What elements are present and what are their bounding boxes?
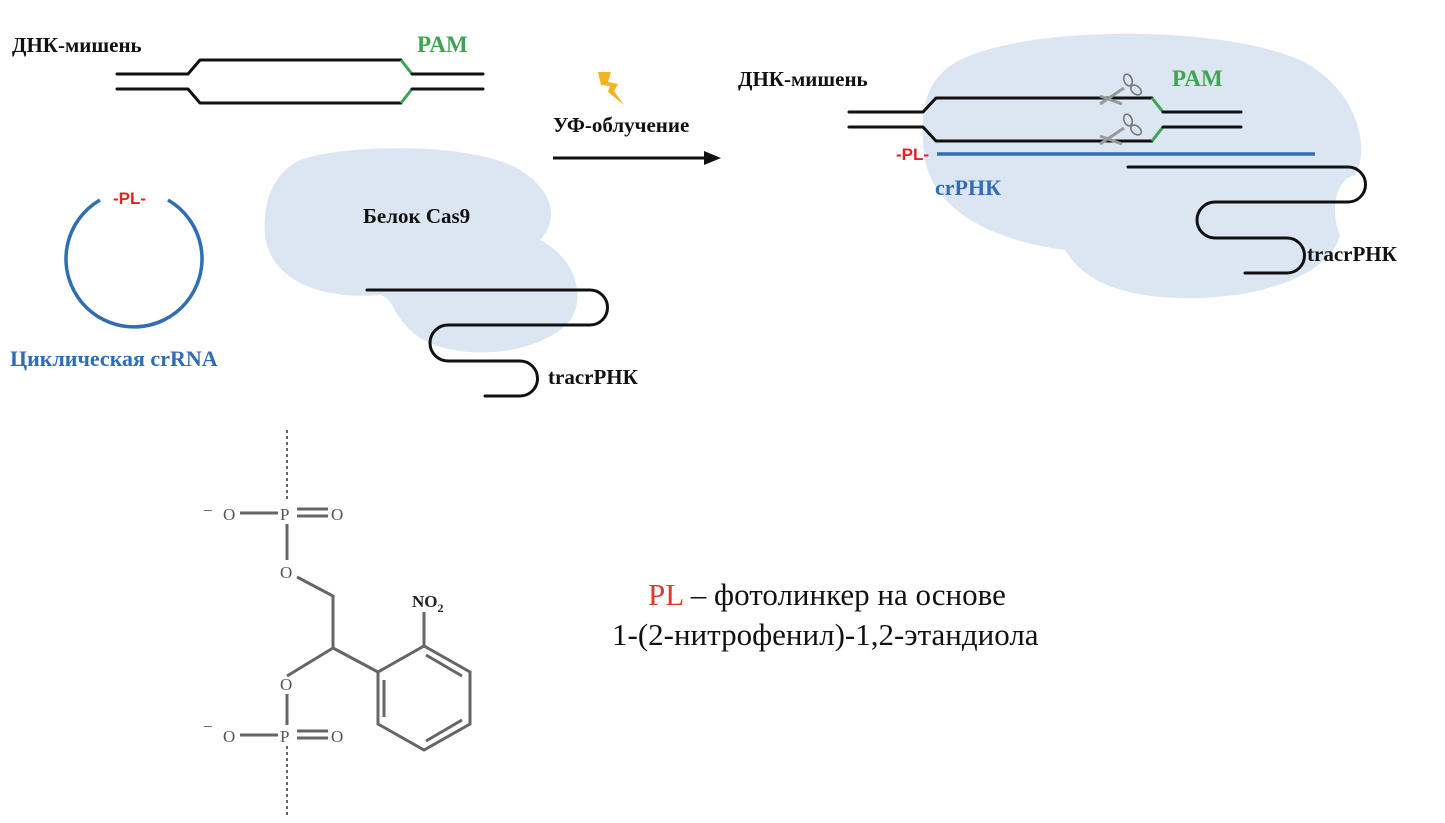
benzene-double-2 — [425, 653, 463, 678]
left-dna-target-label: ДНК-мишень — [12, 33, 142, 57]
scissors-icon — [1099, 73, 1143, 106]
tracrrna-strand-right — [1126, 165, 1367, 275]
right-dna-target-label: ДНК-мишень — [738, 67, 868, 91]
minus-sign-top: − — [203, 501, 213, 520]
atom-o-double-top: O — [331, 505, 343, 524]
cyclic-pl-label: -PL- — [113, 189, 146, 208]
right-pam-label: PAM — [1172, 66, 1223, 91]
benzene-double-3 — [425, 718, 463, 743]
minus-sign-bottom: − — [203, 717, 213, 736]
atom-nitro: NO2 — [412, 592, 444, 615]
cas9-complex-right: ДНК-мишень PAM -PL- crРНК tracrРНК — [738, 33, 1398, 299]
atom-o-minus-bottom: O — [223, 727, 235, 746]
cas9-label: Белок Cas9 — [363, 204, 470, 228]
reaction-arrow-head — [704, 151, 721, 165]
cas9-protein-blob — [264, 148, 578, 353]
dna-strand-bottom — [115, 87, 403, 105]
caption-pl-highlight: PL — [648, 577, 683, 612]
photolinker-structure: − O P O O NO2 O − O P O — [203, 430, 472, 815]
cyclic-crrna-ring — [64, 198, 204, 329]
right-pl-label: -PL- — [896, 145, 929, 164]
caption-line-1: PL – фотолинкер на основе — [648, 577, 1006, 612]
scissors-icon — [1099, 113, 1143, 146]
lightning-bolt-icon — [598, 72, 624, 105]
left-target-dna: ДНК-мишень PAM — [12, 32, 485, 105]
cyclic-crrna: -PL- Циклическая crRNA — [10, 189, 218, 371]
right-pam-segment-top — [1150, 97, 1165, 113]
bond-ch-ring — [332, 646, 379, 674]
atom-o-ester-bottom: O — [280, 675, 292, 694]
photolinker-caption: PL – фотолинкер на основе 1-(2-нитрофени… — [612, 577, 1039, 652]
crrna-label: crРНК — [935, 175, 1001, 200]
cas9-complex-left: Белок Cas9 tracrРНК — [264, 148, 639, 398]
atom-o-minus-top: O — [223, 505, 235, 524]
right-tracr-label: tracrРНК — [1307, 242, 1398, 266]
caption-line-1-text: – фотолинкер на основе — [683, 577, 1006, 612]
uv-irradiation-label: УФ-облучение — [553, 113, 689, 137]
atom-o-ester-top: O — [280, 563, 292, 582]
right-dna-strand-bottom — [847, 125, 1154, 143]
pam-segment-bottom — [399, 88, 414, 104]
tracrrna-strand-left — [365, 288, 609, 398]
left-pam-label: PAM — [417, 32, 468, 57]
pam-segment-top — [399, 59, 414, 75]
caption-line-2: 1-(2-нитрофенил)-1,2-этандиола — [612, 617, 1039, 652]
dna-strand-top — [115, 58, 403, 76]
atom-p-top: P — [280, 505, 289, 524]
atom-o-double-bottom: O — [331, 727, 343, 746]
cyclic-crrna-label: Циклическая crRNA — [10, 346, 218, 371]
right-pam-segment-bottom — [1150, 126, 1165, 142]
atom-p-bottom: P — [280, 727, 289, 746]
left-tracr-label: tracrРНК — [548, 365, 639, 389]
right-dna-strand-top — [847, 96, 1154, 114]
bond-chain-ch2-ch — [286, 575, 335, 678]
uv-reaction: УФ-облучение — [553, 72, 721, 165]
benzene-ring — [376, 644, 472, 752]
